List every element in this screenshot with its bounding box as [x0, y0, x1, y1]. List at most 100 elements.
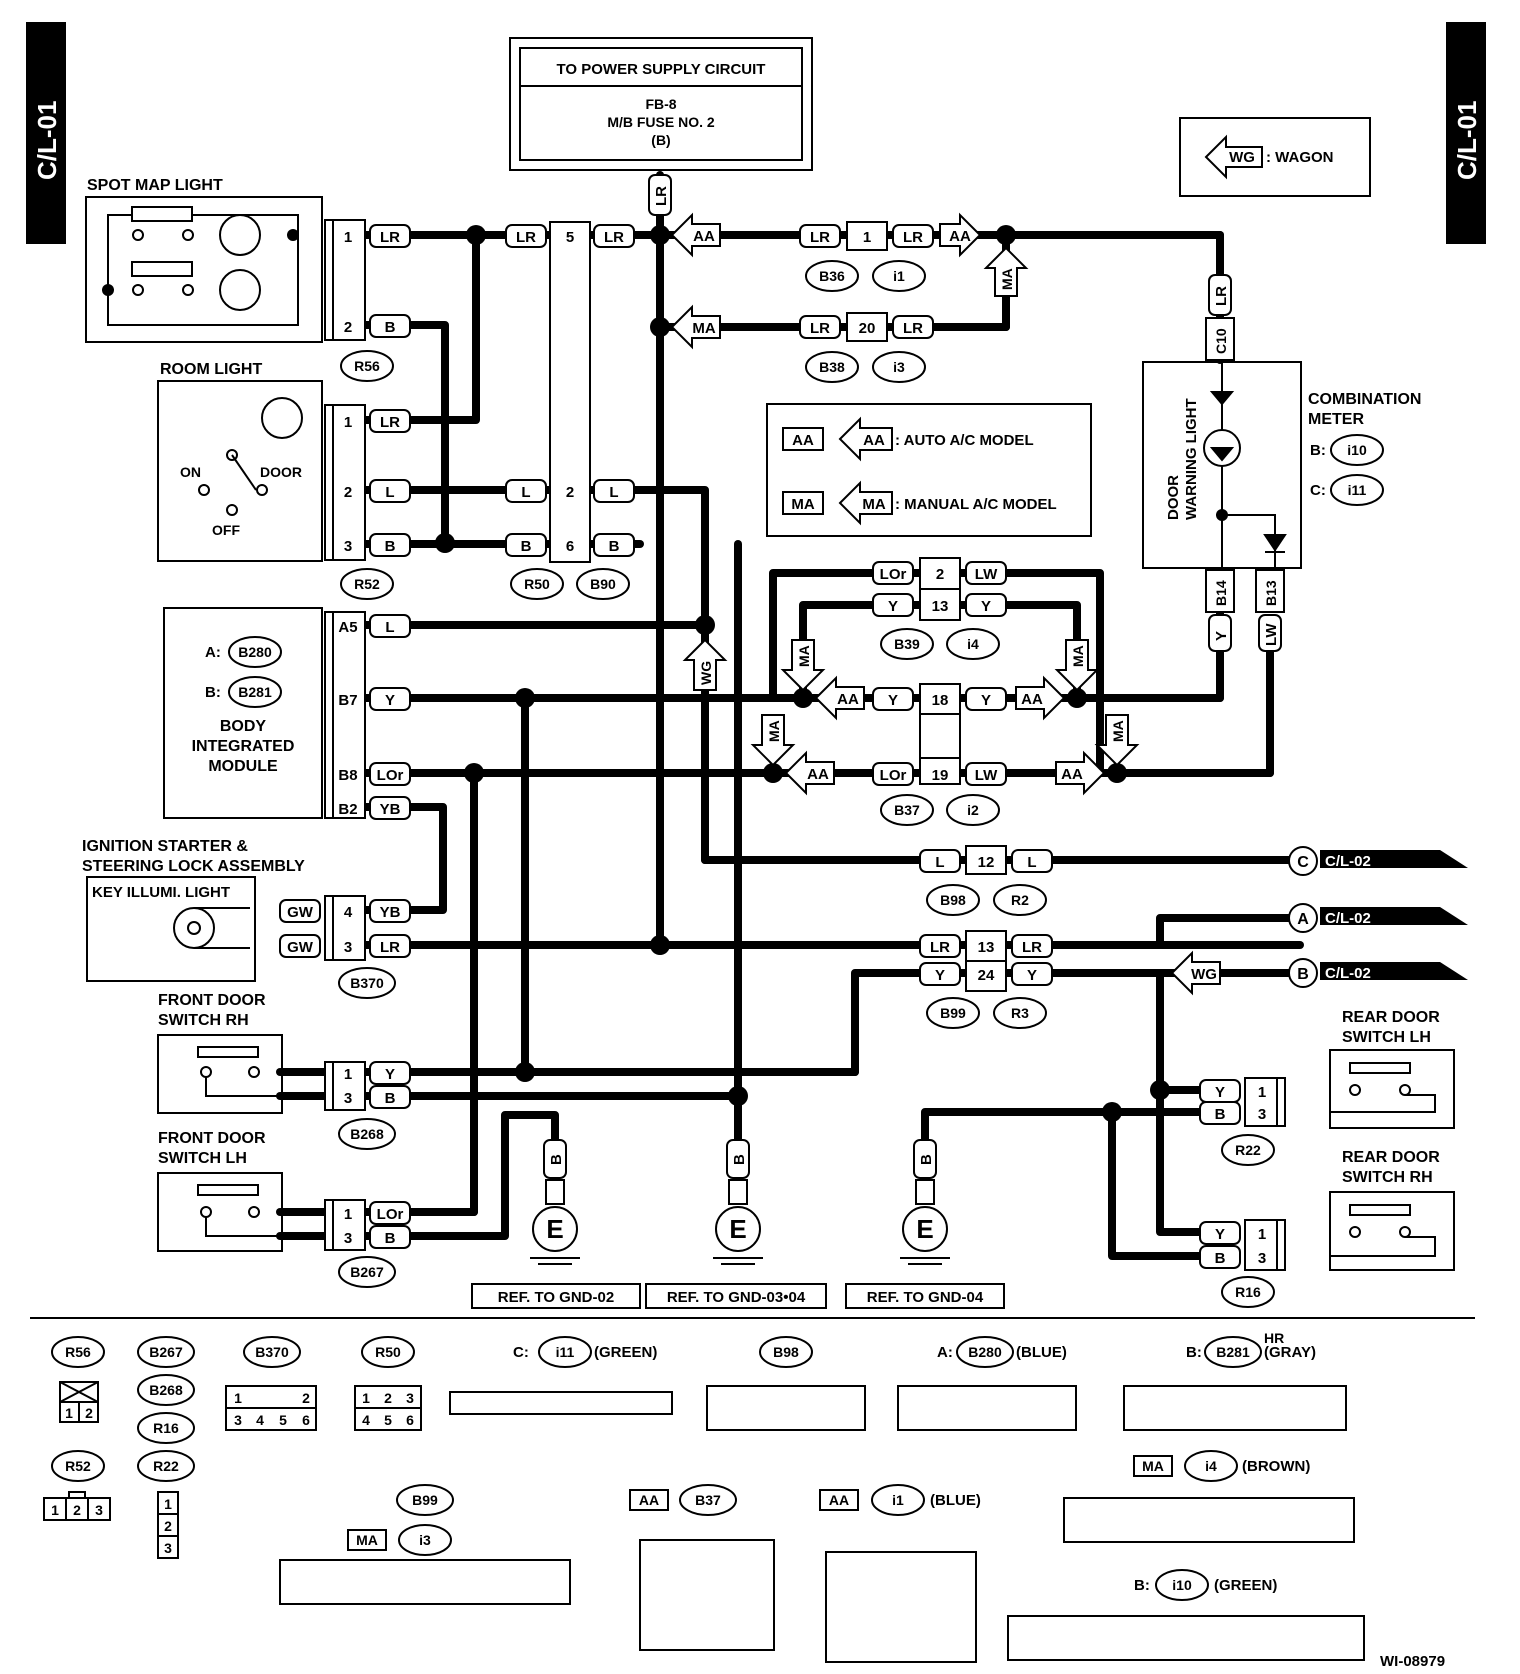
svg-text:E: E	[729, 1214, 746, 1244]
svg-text:B90: B90	[590, 576, 616, 592]
svg-text:L: L	[385, 484, 394, 501]
svg-text:B2: B2	[338, 801, 357, 818]
connector-b99-r3: LR 13 24 LR Y Y B99 R3 WG	[919, 930, 1221, 1029]
svg-text:B39: B39	[894, 636, 920, 652]
svg-text:3: 3	[344, 1230, 352, 1247]
svg-text:WG: WG	[1191, 966, 1217, 983]
svg-text:FRONT DOOR: FRONT DOOR	[158, 992, 266, 1009]
svg-text:LR: LR	[810, 320, 830, 337]
svg-text:MA: MA	[356, 1532, 378, 1548]
aa-arrows-y-row: AA AA AA AA	[784, 675, 1106, 796]
svg-text:B268: B268	[149, 1382, 183, 1398]
svg-text:MODULE: MODULE	[208, 758, 278, 775]
svg-text:: WAGON: : WAGON	[1266, 149, 1334, 166]
svg-text:DOOR: DOOR	[260, 464, 302, 480]
svg-text:R50: R50	[375, 1344, 401, 1360]
svg-text:B:: B:	[1186, 1344, 1202, 1361]
svg-text:B: B	[1215, 1106, 1226, 1123]
svg-text:13: 13	[932, 598, 949, 615]
svg-text:18: 18	[932, 692, 949, 709]
connector-b98-r2: L 12 L B98 R2	[919, 845, 1053, 916]
svg-text:MA: MA	[999, 268, 1015, 290]
svg-text:: AUTO A/C MODEL: : AUTO A/C MODEL	[895, 432, 1034, 449]
room-light: ROOM LIGHT ON DOOR OFF	[157, 361, 323, 562]
svg-text:HR: HR	[1264, 1330, 1284, 1346]
svg-text:FB-8: FB-8	[645, 96, 676, 112]
page-tab-left: C/L-01	[26, 22, 66, 244]
page-tab-right: C/L-01	[1446, 22, 1486, 244]
svg-text:2: 2	[73, 1502, 81, 1518]
svg-text:B99: B99	[412, 1492, 438, 1508]
svg-text:B: B	[1215, 1250, 1226, 1267]
svg-text:i3: i3	[893, 359, 905, 375]
svg-text:2: 2	[344, 319, 352, 336]
svg-text:: MANUAL A/C MODEL: : MANUAL A/C MODEL	[895, 496, 1057, 513]
svg-text:GW: GW	[287, 904, 314, 921]
svg-text:AA: AA	[837, 691, 859, 708]
svg-text:2: 2	[302, 1390, 310, 1406]
ground-02: B E REF. TO GND-02	[471, 1139, 641, 1309]
svg-text:R16: R16	[1235, 1284, 1261, 1300]
svg-text:C/L-02: C/L-02	[1325, 965, 1371, 982]
svg-text:R22: R22	[1235, 1142, 1261, 1158]
svg-text:4: 4	[344, 904, 353, 921]
svg-text:AA: AA	[949, 228, 971, 245]
svg-text:3: 3	[344, 939, 352, 956]
svg-text:(BROWN): (BROWN)	[1242, 1458, 1310, 1475]
svg-text:B267: B267	[149, 1344, 183, 1360]
svg-text:1: 1	[362, 1390, 370, 1406]
svg-text:R56: R56	[354, 358, 380, 374]
svg-text:Y: Y	[1215, 1084, 1225, 1101]
svg-text:B38: B38	[819, 359, 845, 375]
svg-text:2: 2	[566, 484, 574, 501]
body-integrated-module: A: B280 B: B281 BODY INTEGRATED MODULE A…	[163, 607, 411, 820]
svg-text:M/B FUSE NO. 2: M/B FUSE NO. 2	[607, 114, 715, 130]
svg-text:AA: AA	[829, 1492, 849, 1508]
svg-text:(B): (B)	[651, 132, 670, 148]
ground-03-04: B E REF. TO GND-03•04	[645, 1139, 827, 1309]
svg-text:FRONT DOOR: FRONT DOOR	[158, 1130, 266, 1147]
power-supply-box: TO POWER SUPPLY CIRCUIT FB-8 M/B FUSE NO…	[509, 37, 813, 171]
svg-text:Y: Y	[1213, 631, 1230, 641]
svg-text:i4: i4	[1205, 1458, 1217, 1474]
svg-text:1: 1	[344, 1206, 352, 1223]
svg-text:REAR DOOR: REAR DOOR	[1342, 1149, 1440, 1166]
svg-text:3: 3	[164, 1540, 172, 1556]
svg-text:E: E	[916, 1214, 933, 1244]
continuation-a: A C/L-02	[1288, 903, 1468, 933]
svg-text:1: 1	[65, 1405, 73, 1421]
svg-text:AA: AA	[639, 1492, 659, 1508]
svg-text:3: 3	[1258, 1106, 1266, 1123]
svg-text:E: E	[546, 1214, 563, 1244]
svg-text:3: 3	[234, 1412, 242, 1428]
svg-text:WG: WG	[1229, 149, 1255, 166]
svg-text:Y: Y	[981, 692, 991, 709]
svg-text:6: 6	[566, 538, 574, 555]
svg-text:B281: B281	[238, 684, 272, 700]
svg-text:B280: B280	[968, 1344, 1002, 1360]
svg-text:C/L-02: C/L-02	[1325, 853, 1371, 870]
svg-text:REF. TO GND-02: REF. TO GND-02	[498, 1289, 614, 1306]
svg-text:L: L	[935, 854, 944, 871]
svg-text:R16: R16	[153, 1420, 179, 1436]
front-door-switch-rh: FRONT DOOR SWITCH RH 1 3 Y B B268	[157, 992, 411, 1150]
svg-text:B98: B98	[940, 892, 966, 908]
svg-text:AA: AA	[693, 228, 715, 245]
svg-text:i2: i2	[967, 802, 979, 818]
svg-text:YB: YB	[380, 904, 401, 921]
svg-text:R56: R56	[65, 1344, 91, 1360]
svg-text:B37: B37	[695, 1492, 721, 1508]
ma-arrow-left: MA	[670, 304, 721, 350]
svg-text:Y: Y	[888, 692, 898, 709]
svg-text:3: 3	[344, 1090, 352, 1107]
svg-text:4: 4	[256, 1412, 264, 1428]
svg-text:MA: MA	[796, 645, 812, 667]
ma-arrows-down: MA MA MA MA	[750, 639, 1140, 767]
svg-text:5: 5	[384, 1412, 392, 1428]
junctions	[435, 225, 1228, 1122]
svg-text:Y: Y	[385, 692, 395, 709]
svg-text:(BLUE): (BLUE)	[1016, 1344, 1067, 1361]
svg-text:R52: R52	[354, 576, 380, 592]
svg-text:Y: Y	[1215, 1226, 1225, 1243]
svg-text:i1: i1	[893, 268, 905, 284]
